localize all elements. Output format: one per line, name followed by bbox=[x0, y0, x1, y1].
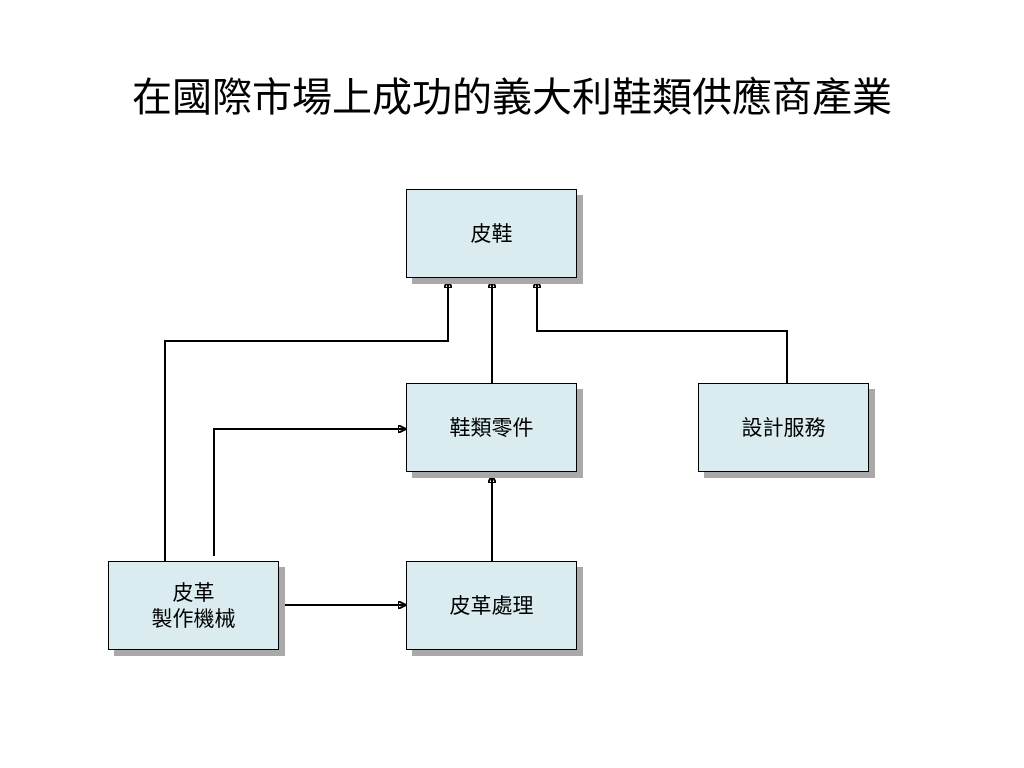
node-shoes: 皮鞋 bbox=[406, 189, 577, 278]
node-shoe-parts-label: 鞋類零件 bbox=[449, 415, 534, 440]
node-leather-processing: 皮革處理 bbox=[406, 561, 577, 650]
edge-design-to-shoes bbox=[537, 281, 788, 384]
node-shoes-label: 皮鞋 bbox=[470, 221, 513, 246]
node-leather-processing-label: 皮革處理 bbox=[449, 593, 534, 618]
edge-machinery-to-parts bbox=[213, 429, 405, 556]
edge-machinery-to-shoes bbox=[164, 281, 448, 562]
node-shoe-parts: 鞋類零件 bbox=[406, 383, 577, 472]
node-leather-machinery-label-line1: 皮革 bbox=[172, 580, 215, 605]
slide-title: 在國際市場上成功的義大利鞋類供應商產業 bbox=[132, 75, 892, 121]
node-leather-machinery-label-line2: 製作機械 bbox=[151, 606, 236, 631]
node-design-services: 設計服務 bbox=[698, 383, 869, 472]
node-design-services-label: 設計服務 bbox=[741, 415, 826, 440]
node-leather-machinery: 皮革 製作機械 bbox=[108, 561, 279, 650]
